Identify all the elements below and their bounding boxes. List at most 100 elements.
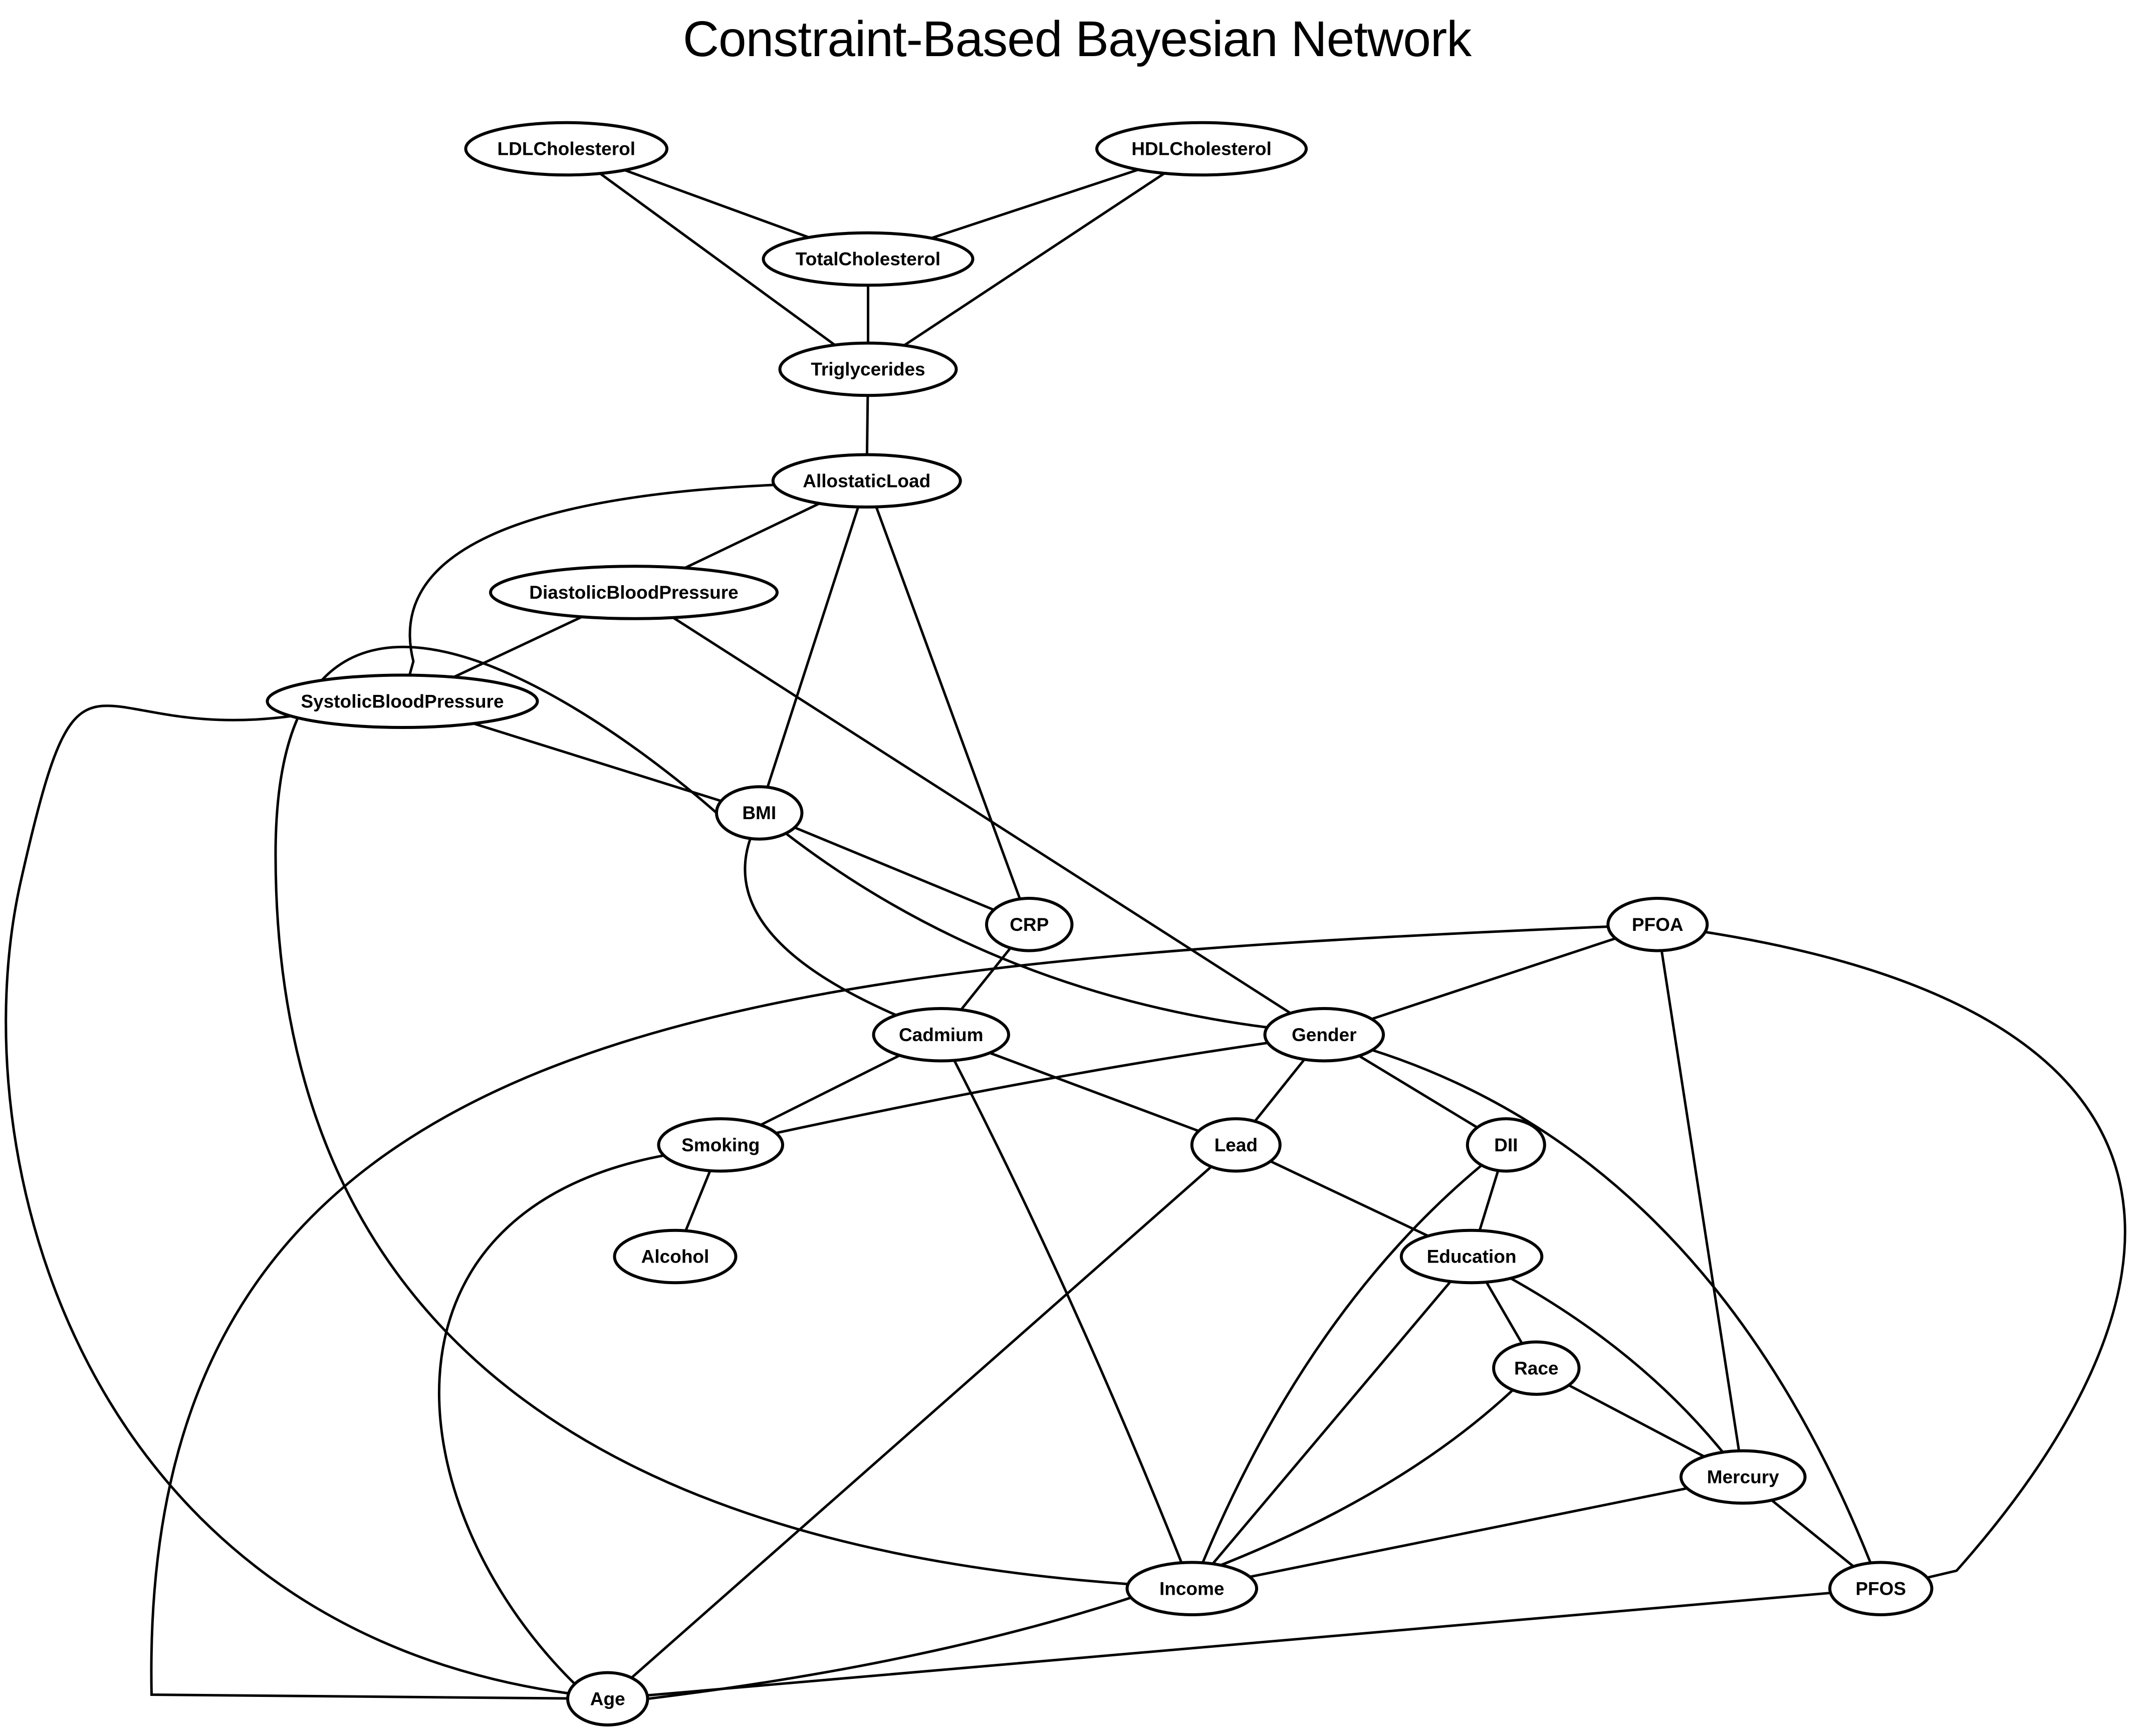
edge-systolicbloodpressure-to-bmi	[473, 722, 722, 803]
node-ellipse	[1125, 1561, 1258, 1616]
node-label: Alcohol	[641, 1247, 709, 1267]
node-label: Gender	[1292, 1025, 1357, 1045]
edge-race-to-age	[647, 1389, 1514, 1700]
edge-smoking-to-age	[437, 1154, 664, 1689]
edge-pfoa-to-gender	[1371, 937, 1616, 1021]
node-hdlcholesterol: HDLCholesterol	[1095, 121, 1308, 177]
edge-diastolicbloodpressure-to-systolicbloodpressure	[453, 615, 583, 678]
edge-bmi-to-gender	[785, 832, 1268, 1029]
node-label: Smoking	[681, 1135, 760, 1155]
edge-allostaticload-to-bmi	[766, 507, 860, 788]
node-ellipse	[266, 673, 539, 729]
edge-allostaticload-to-diastolicbloodpressure	[684, 502, 820, 569]
node-ellipse	[613, 1228, 738, 1285]
node-pfoa: PFOA	[1606, 897, 1709, 952]
node-label: LDLCholesterol	[498, 139, 635, 159]
node-age: Age	[566, 1671, 649, 1726]
node-allostaticload: AllostaticLoad	[771, 453, 962, 509]
edge-bmi-to-crp	[794, 826, 995, 911]
edge-dii-to-income	[1202, 1164, 1483, 1564]
edge-hdlcholesterol-to-totalcholesterol	[930, 168, 1139, 239]
edge-cadmium-to-income	[953, 1060, 1183, 1564]
node-diastolicbloodpressure: DiastolicBloodPressure	[489, 565, 779, 620]
edge-bmi-to-cadmium	[744, 838, 897, 1017]
node-label: Triglycerides	[811, 359, 925, 380]
node-ellipse	[1263, 1007, 1385, 1063]
edge-ldlcholesterol-to-totalcholesterol	[624, 169, 810, 239]
node-lead: Lead	[1190, 1117, 1282, 1173]
node-ellipse	[762, 231, 975, 287]
node-label: Lead	[1215, 1135, 1258, 1155]
node-ellipse	[771, 453, 962, 509]
node-label: Cadmium	[899, 1025, 984, 1045]
node-totalcholesterol: TotalCholesterol	[762, 231, 975, 287]
node-ellipse	[715, 785, 804, 841]
node-label: Race	[1514, 1358, 1558, 1378]
node-income: Income	[1125, 1561, 1258, 1616]
node-label: Income	[1159, 1578, 1225, 1599]
edge-age-to-systolicbloodpressure	[5, 704, 569, 1695]
edge-pfoa-to-mercury	[1660, 950, 1741, 1451]
node-label: Mercury	[1707, 1467, 1779, 1487]
edge-hdlcholesterol-to-triglycerides	[903, 172, 1165, 347]
edge-pfos-to-age	[647, 1591, 1831, 1697]
node-label: PFOS	[1855, 1578, 1906, 1599]
node-ellipse	[1492, 1340, 1581, 1396]
edge-education-to-race	[1485, 1281, 1523, 1344]
node-label: AllostaticLoad	[803, 470, 930, 491]
edge-mercury-to-income	[1249, 1487, 1688, 1578]
node-label: BMI	[742, 803, 776, 823]
node-dii: DII	[1466, 1117, 1546, 1173]
node-ellipse	[1828, 1561, 1934, 1616]
node-label: SystolicBloodPressure	[301, 691, 504, 711]
edge-ldlcholesterol-to-triglycerides	[599, 172, 836, 346]
edge-allostaticload-to-systolicbloodpressure	[408, 483, 775, 676]
node-ellipse	[1606, 897, 1709, 952]
edge-layer	[5, 168, 2126, 1700]
node-ellipse	[1466, 1117, 1546, 1173]
node-ldlcholesterol: LDLCholesterol	[464, 121, 668, 177]
edge-gender-to-diastolicbloodpressure	[672, 616, 1291, 1015]
node-bmi: BMI	[715, 785, 804, 841]
diagram-title: Constraint-Based Bayesian Network	[682, 11, 1472, 67]
node-ellipse	[1680, 1449, 1807, 1505]
edge-cadmium-to-smoking	[760, 1054, 900, 1126]
node-ellipse	[566, 1671, 649, 1726]
node-ellipse	[1399, 1228, 1544, 1285]
node-gender: Gender	[1263, 1007, 1385, 1063]
edge-dii-to-education	[1478, 1170, 1500, 1231]
edge-mercury-to-education	[1510, 1277, 1724, 1453]
node-crp: CRP	[985, 897, 1074, 952]
edge-mercury-to-pfos	[1771, 1499, 1854, 1568]
edge-gender-to-dii	[1358, 1055, 1478, 1129]
node-label: DiastolicBloodPressure	[529, 582, 738, 603]
node-ellipse	[489, 565, 779, 620]
node-ellipse	[1095, 121, 1308, 177]
node-label: CRP	[1010, 914, 1049, 935]
edge-crp-to-allostaticload	[875, 506, 1021, 900]
node-triglycerides: Triglycerides	[778, 341, 958, 397]
node-label: Age	[590, 1688, 625, 1709]
node-layer: LDLCholesterol HDLCholesterolTotalCholest…	[266, 121, 1934, 1726]
edge-income-to-bmi	[274, 645, 1128, 1586]
node-ellipse	[872, 1007, 1010, 1063]
edge-pfoa-to-pfos	[1705, 930, 2126, 1579]
edge-race-to-mercury	[1568, 1384, 1705, 1458]
node-ellipse	[464, 121, 668, 177]
edge-gender-to-lead	[1254, 1058, 1306, 1122]
node-race: Race	[1492, 1340, 1581, 1396]
edge-pfoa-to-age	[150, 925, 1608, 1700]
node-ellipse	[778, 341, 958, 397]
edge-gender-to-pfos	[1371, 1049, 1872, 1564]
node-cadmium: Cadmium	[872, 1007, 1010, 1063]
edge-cadmium-to-lead	[989, 1052, 1200, 1132]
edge-lead-to-education	[1270, 1160, 1429, 1237]
edge-crp-to-cadmium	[960, 947, 1012, 1011]
edge-smoking-to-alcohol	[684, 1170, 711, 1231]
edge-lead-to-age	[630, 1165, 1213, 1679]
edge-gender-to-smoking	[775, 1041, 1268, 1134]
node-alcohol: Alcohol	[613, 1228, 738, 1285]
node-education: Education	[1399, 1228, 1544, 1285]
node-systolicbloodpressure: SystolicBloodPressure	[266, 673, 539, 729]
